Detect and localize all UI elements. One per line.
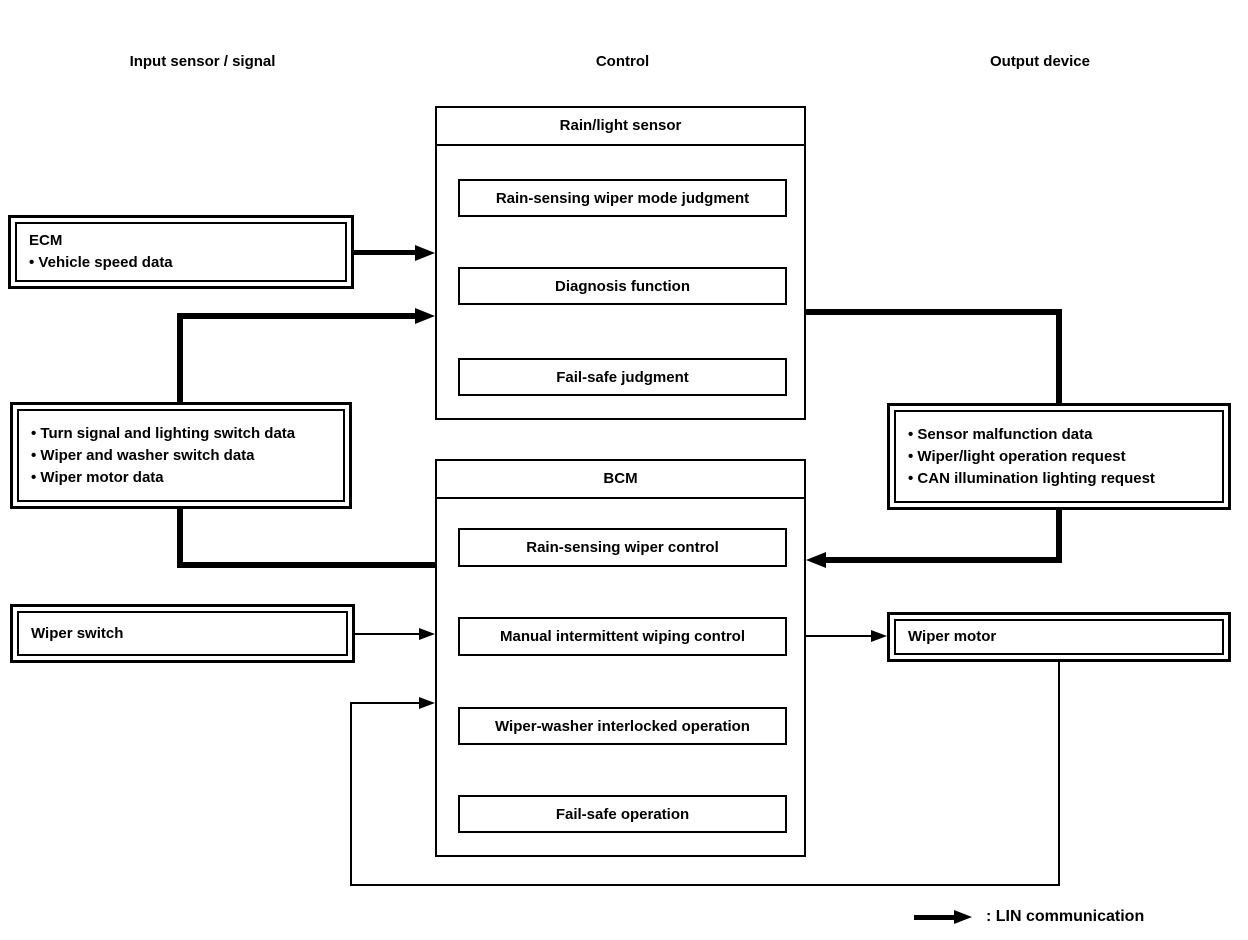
lin-line-into-output-box-segment xyxy=(1056,309,1062,403)
bcm-unit: BCM Rain-sensing wiper control Manual in… xyxy=(435,459,806,857)
arrow-bcm-to-wipermotor-arrowhead-icon xyxy=(871,630,887,642)
wiper-motor-label: Wiper motor xyxy=(908,628,997,645)
ecm-box-item: • Vehicle speed data xyxy=(29,254,173,271)
ecm-box-title: ECM xyxy=(29,232,63,249)
switch-data-item: • Wiper and washer switch data xyxy=(31,446,255,464)
wiper-switch-box: Wiper switch xyxy=(10,604,355,663)
lin-arrow-output-to-bcm-arrowhead-icon xyxy=(806,552,826,568)
rain-light-sensor-unit: Rain/light sensor Rain-sensing wiper mod… xyxy=(435,106,806,420)
lin-line-switchdata-to-sensor-segment xyxy=(177,313,415,319)
column-header-input: Input sensor / signal xyxy=(129,53,276,70)
bcm-function-manual-intermittent-wiping: Manual intermittent wiping control xyxy=(458,617,787,656)
column-header-output: Output device xyxy=(989,53,1090,70)
switch-data-item: • Turn signal and lighting switch data xyxy=(31,424,296,442)
bcm-function-rain-sensing-wiper-control: Rain-sensing wiper control xyxy=(458,528,787,567)
switch-data-box: • Turn signal and lighting switch data •… xyxy=(10,402,352,509)
lin-arrow-ecm-to-sensor-segment xyxy=(354,250,418,255)
feedback-line-to-bcm-segment xyxy=(350,702,419,704)
switch-data-item: • Wiper motor data xyxy=(31,468,164,486)
arrow-bcm-to-wipermotor-segment xyxy=(806,635,871,637)
sensor-output-item: • CAN illumination lighting request xyxy=(908,469,1155,487)
lin-arrow-ecm-to-sensor-arrowhead-icon xyxy=(415,245,435,261)
feedback-arrow-to-bcm-arrowhead-icon xyxy=(419,697,435,709)
legend-lin-arrow-segment xyxy=(914,915,956,920)
rain-light-sensor-title: Rain/light sensor xyxy=(437,108,804,146)
lin-line-output-to-bcm-segment xyxy=(824,557,1062,563)
sensor-function-fail-safe-judgment: Fail-safe judgment xyxy=(458,358,787,396)
arrow-wiperswitch-to-bcm-arrowhead-icon xyxy=(419,628,435,640)
lin-line-switchdata-down-segment xyxy=(177,509,183,568)
arrow-wiperswitch-to-bcm-segment xyxy=(355,633,419,635)
sensor-output-item: • Sensor malfunction data xyxy=(908,425,1093,443)
legend-label: : LIN communication xyxy=(986,908,1145,925)
bcm-function-fail-safe-operation: Fail-safe operation xyxy=(458,795,787,833)
bcm-title: BCM xyxy=(437,461,804,499)
legend-lin-arrow-arrowhead-icon xyxy=(954,910,972,924)
feedback-line-up-segment xyxy=(350,702,352,886)
wiper-switch-label: Wiper switch xyxy=(31,624,124,642)
sensor-function-diagnosis: Diagnosis function xyxy=(458,267,787,305)
lin-line-sensor-to-output-top-segment xyxy=(806,309,1062,315)
sensor-output-data-box: • Sensor malfunction data • Wiper/light … xyxy=(887,403,1231,510)
sensor-function-wiper-mode-judgment: Rain-sensing wiper mode judgment xyxy=(458,179,787,217)
lin-line-switchdata-to-bcm-segment xyxy=(177,562,435,568)
column-header-control: Control xyxy=(595,53,650,70)
bcm-function-wiper-washer-interlocked: Wiper-washer interlocked operation xyxy=(458,707,787,745)
lin-line-out-of-output-box-segment xyxy=(1056,510,1062,560)
lin-line-switchdata-up-segment xyxy=(177,313,183,402)
lin-arrow-switchdata-to-sensor-arrowhead-icon xyxy=(415,308,435,324)
wiper-motor-box: Wiper motor xyxy=(887,612,1231,662)
ecm-box: ECM • Vehicle speed data xyxy=(8,215,354,289)
sensor-output-item: • Wiper/light operation request xyxy=(908,447,1126,465)
feedback-line-motor-down-segment xyxy=(1058,662,1060,886)
feedback-line-bottom-segment xyxy=(350,884,1060,886)
